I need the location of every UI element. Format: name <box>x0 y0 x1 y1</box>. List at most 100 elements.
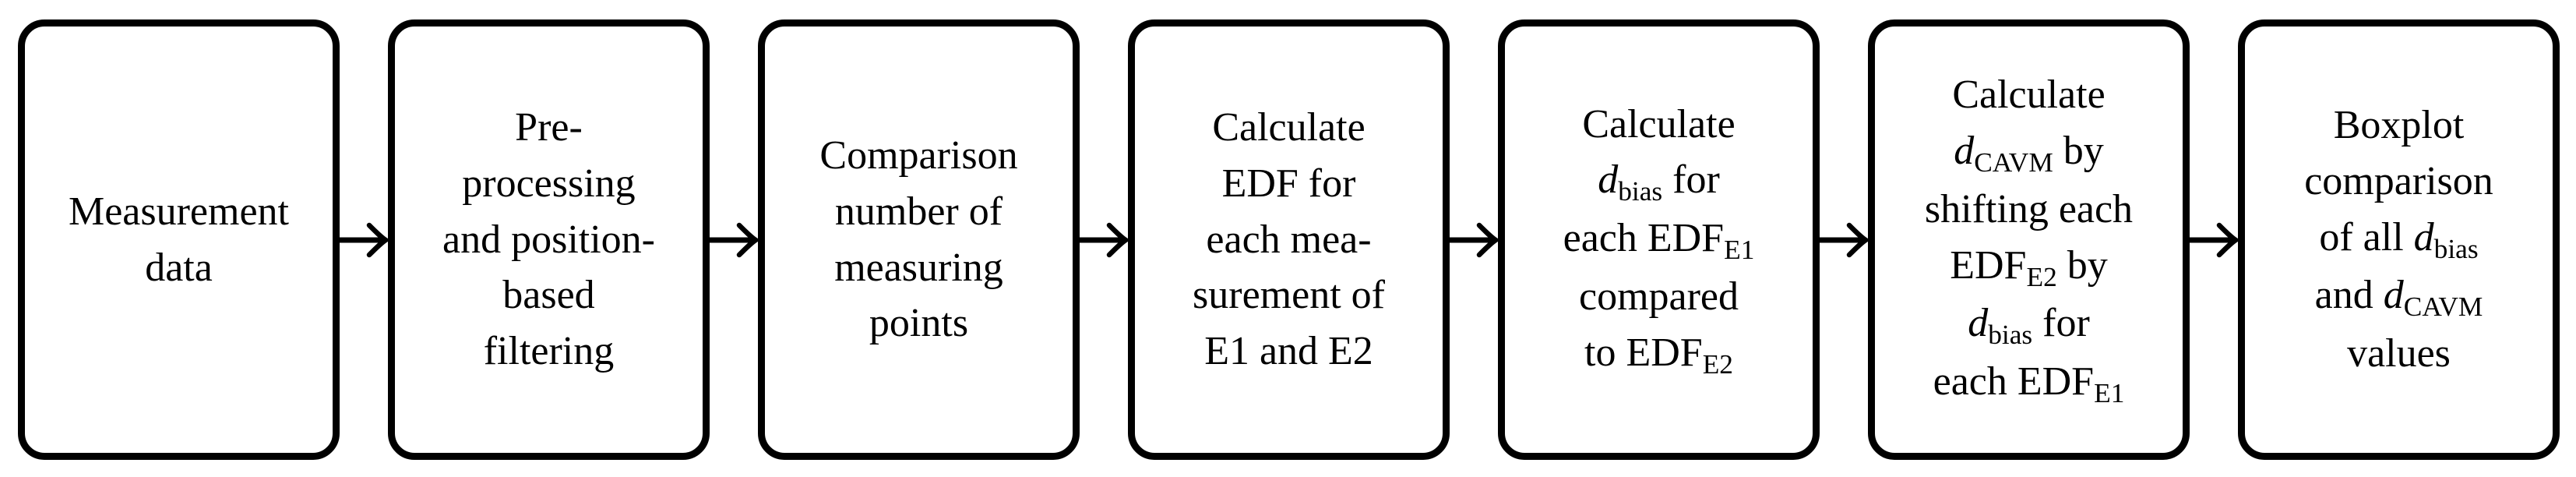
text-segment: compared <box>1578 274 1739 319</box>
text-segment: to EDF <box>1584 330 1703 375</box>
text-segment: d <box>1968 301 1989 346</box>
box-text-line: and dCAVM <box>2304 267 2493 326</box>
right-arrow-icon <box>340 222 388 257</box>
box-text-line: EDFE2 by <box>1925 238 2133 296</box>
box-text-line: Calculate <box>1563 97 1755 153</box>
subscript-text: E2 <box>1702 348 1733 380</box>
box-text-line: and position- <box>442 212 655 268</box>
text-segment: by <box>2056 242 2108 288</box>
box-text-line: Measurement <box>69 184 289 240</box>
box-label: Pre-processing and position-based filterin… <box>438 100 660 380</box>
box-text-line: comparison <box>2304 154 2493 210</box>
text-segment: each mea- <box>1206 217 1372 262</box>
subscript-text: CAVM <box>1974 147 2053 178</box>
flow-connector <box>1820 19 1868 460</box>
flow-box-measurement-data: Measurement data <box>18 19 340 460</box>
box-text-line: based <box>442 267 655 323</box>
box-text-line: each EDFE1 <box>1925 354 2133 412</box>
box-text-line: points <box>819 295 1017 352</box>
box-text-line: Boxplot <box>2304 97 2493 154</box>
box-text-line: surement of <box>1193 267 1385 323</box>
flow-connector <box>1450 19 1498 460</box>
text-segment: based <box>502 273 595 318</box>
box-text-line: Calculate <box>1193 100 1385 156</box>
box-text-line: processing <box>442 156 655 212</box>
box-text-line: values <box>2304 326 2493 382</box>
subscript-text: E2 <box>2026 260 2057 292</box>
text-segment: Calculate <box>1212 105 1366 150</box>
flow-connector <box>1080 19 1128 460</box>
box-text-line: number of <box>819 184 1017 240</box>
text-segment: processing <box>462 161 636 206</box>
flow-box-preprocessing-position-filtering: Pre-processing and position-based filterin… <box>388 19 710 460</box>
subscript-text: bias <box>2433 232 2479 264</box>
text-segment: comparison <box>2304 158 2493 203</box>
text-segment: Calculate <box>1582 101 1736 147</box>
subscript-text: E1 <box>1724 234 1755 266</box>
subscript-text: bias <box>1618 175 1663 207</box>
text-segment: d <box>1954 129 1975 174</box>
box-text-line: Calculate <box>1925 67 2133 123</box>
text-segment: data <box>145 245 213 290</box>
right-arrow-icon <box>1450 222 1498 257</box>
subscript-text: bias <box>1988 319 2033 351</box>
flow-connector <box>2190 19 2238 460</box>
right-arrow-icon <box>710 222 758 257</box>
text-segment: d <box>2383 273 2404 318</box>
text-segment: points <box>869 301 969 346</box>
flow-connector <box>340 19 388 460</box>
text-segment: values <box>2347 331 2451 376</box>
box-text-line: filtering <box>442 323 655 380</box>
box-text-line: each EDFE1 <box>1563 210 1755 269</box>
box-text-line: shifting each <box>1925 182 2133 238</box>
box-text-line: of all dbias <box>2304 210 2493 268</box>
flow-box-comparison-number-measuring-points: Comparison number of measuring points <box>758 19 1080 460</box>
text-segment: surement of <box>1193 273 1385 318</box>
box-label: Comparison number of measuring points <box>815 128 1022 352</box>
text-segment: Pre- <box>515 105 583 150</box>
text-segment: shifting each <box>1924 186 2134 231</box>
text-segment: d <box>1598 157 1619 203</box>
box-text-line: dbias for <box>1563 152 1755 210</box>
text-segment: measuring <box>834 245 1003 290</box>
text-segment: for <box>1662 157 1720 203</box>
box-text-line: data <box>69 240 289 296</box>
box-text-line: compared <box>1563 269 1755 325</box>
text-segment: by <box>2053 129 2104 174</box>
text-segment: each EDF <box>1563 216 1725 261</box>
text-segment: d <box>2413 214 2434 260</box>
text-segment: of all <box>2319 214 2414 260</box>
text-segment: Calculate <box>1952 72 2106 118</box>
box-text-line: E1 and E2 <box>1193 323 1385 380</box>
text-segment: each EDF <box>1933 359 2095 404</box>
text-segment: and position- <box>442 217 655 262</box>
text-segment: filtering <box>483 329 615 374</box>
text-segment: number of <box>834 189 1003 234</box>
text-segment: EDF for <box>1221 161 1356 206</box>
box-text-line: dbias for <box>1925 295 2133 354</box>
box-text-line: Pre- <box>442 100 655 156</box>
right-arrow-icon <box>1820 222 1868 257</box>
right-arrow-icon <box>2190 222 2238 257</box>
text-segment: Boxplot <box>2333 103 2465 148</box>
flow-connector <box>710 19 758 460</box>
box-text-line: dCAVM by <box>1925 123 2133 182</box>
text-segment: E1 and E2 <box>1204 329 1373 374</box>
text-segment: Comparison <box>819 133 1018 178</box>
box-label: Measurement data <box>64 184 294 296</box>
text-segment: Measurement <box>68 189 289 234</box>
box-text-line: Comparison <box>819 128 1017 184</box>
box-text-line: measuring <box>819 240 1017 296</box>
text-segment: EDF <box>1950 242 2027 288</box>
box-text-line: each mea- <box>1193 212 1385 268</box>
text-segment: and <box>2314 273 2384 318</box>
subscript-text: E1 <box>2094 376 2125 408</box>
